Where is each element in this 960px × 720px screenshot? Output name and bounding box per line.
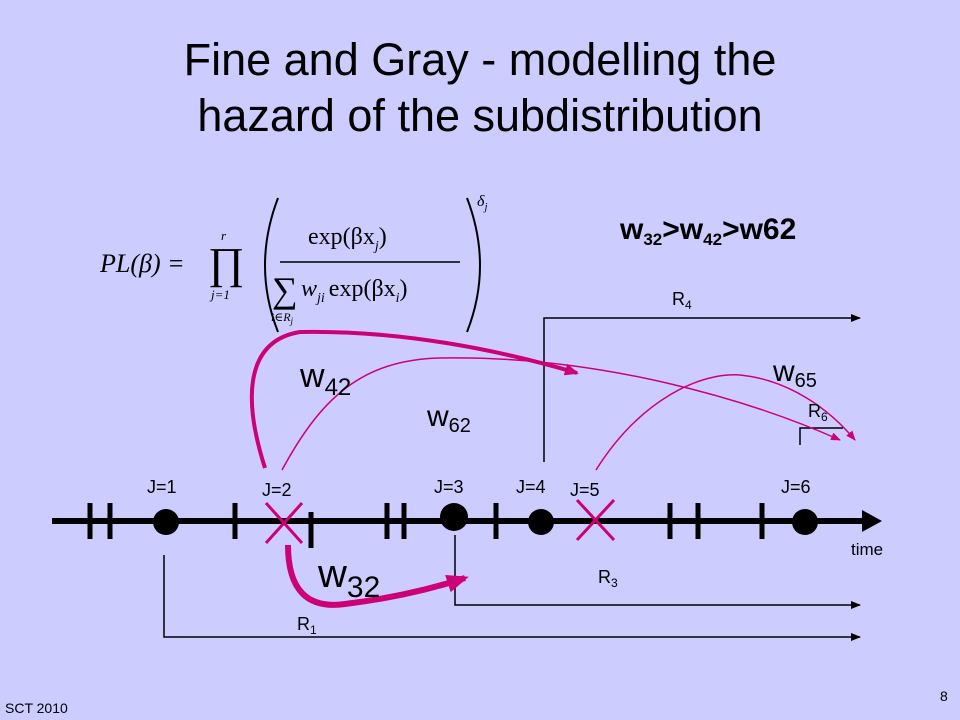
- time-axis-arrowhead: [862, 510, 882, 532]
- product-symbol: ∏: [208, 239, 244, 288]
- risk-set-lines: [163, 314, 861, 641]
- risk-set-r3-line: [454, 535, 861, 609]
- sum-symbol: ∑: [272, 270, 298, 310]
- ineq-gt2: >w62: [722, 213, 797, 246]
- ineq-w1: w: [620, 213, 644, 246]
- weight-inequality: w32>w42>w62: [620, 213, 796, 250]
- risk-set-r6-line: [799, 427, 843, 445]
- footer-text: SCT 2010: [5, 700, 68, 716]
- weight-label-w62: w62: [427, 400, 471, 437]
- risk-set-r4-line: [543, 314, 861, 462]
- ineq-w2-sub: 42: [703, 230, 723, 249]
- event-dot-j1: [153, 509, 179, 535]
- ineq-gt1: >: [662, 213, 680, 246]
- arrow-w65: [595, 374, 856, 471]
- risk-set-label-r6: R6: [808, 401, 828, 424]
- formula-sum-under: i∈Rj: [271, 310, 294, 326]
- risk-set-label-r1: R1: [297, 614, 317, 637]
- event-dot-j6: [792, 509, 818, 535]
- risk-set-r1-line: [163, 555, 861, 641]
- formula-prod-top: r: [221, 228, 227, 243]
- title-line-1: Fine and Gray - modelling the: [183, 34, 777, 85]
- competing-event-crosses: [264, 498, 616, 545]
- censoring-ticks: [87, 503, 765, 548]
- arrow-w42: [249, 329, 579, 469]
- title-line-2: hazard of the subdistribution: [197, 90, 763, 141]
- page-number: 8: [940, 688, 948, 704]
- formula-prod-bottom: j=1: [209, 287, 230, 302]
- event-dot-j4: [528, 509, 554, 535]
- event-dots: [153, 503, 818, 535]
- event-label-j6: J=6: [781, 477, 811, 497]
- cross-j5-b: [575, 498, 616, 542]
- right-paren: [466, 197, 481, 333]
- event-label-j3: J=3: [434, 477, 464, 497]
- ineq-w2: w: [679, 213, 704, 246]
- event-label-j1: J=1: [147, 477, 177, 497]
- event-label-j5: J=5: [570, 480, 600, 500]
- weight-label-w65: w65: [773, 355, 817, 392]
- weight-label-w42: w42: [300, 357, 352, 401]
- event-dot-j3: [440, 503, 468, 531]
- arrow-w62: [281, 357, 841, 471]
- formula-exponent: δj: [477, 193, 488, 213]
- ineq-w1-sub: 32: [643, 230, 663, 249]
- slide-title: Fine and Gray - modelling the hazard of …: [0, 32, 960, 144]
- formula-lhs: PL(β) =: [100, 249, 185, 278]
- risk-set-label-r4: R4: [672, 289, 692, 312]
- time-axis-label: time: [851, 540, 884, 559]
- arrow-w32: [285, 544, 469, 608]
- event-label-j4: J=4: [516, 477, 546, 497]
- left-paren: [264, 197, 279, 333]
- event-label-j2: J=2: [262, 480, 292, 500]
- formula-numerator: exp(βxj): [308, 224, 387, 254]
- weight-label-w32: w32: [318, 552, 381, 604]
- cross-j2-b: [264, 501, 304, 545]
- risk-set-label-r3: R3: [598, 567, 618, 590]
